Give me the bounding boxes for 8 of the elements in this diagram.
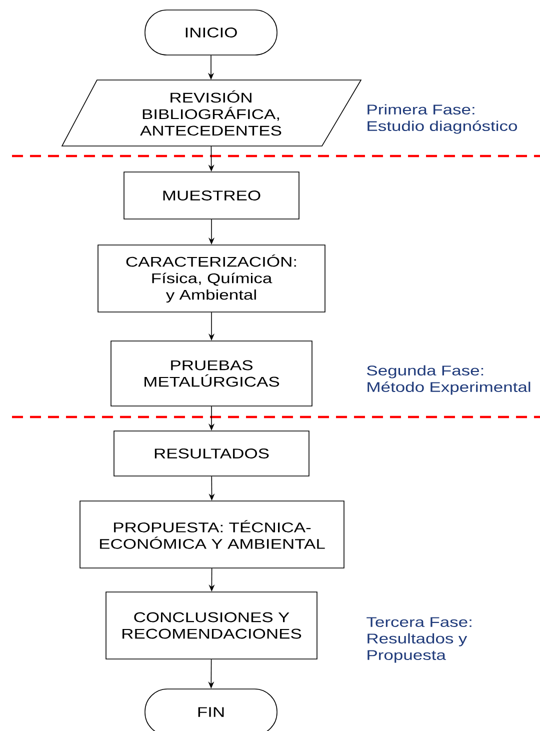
process-box: MUESTREO: [124, 172, 300, 220]
process-box: CONCLUSIONES Y RECOMENDACIONES: [106, 592, 318, 660]
process-box: RESULTADOS: [114, 430, 310, 476]
process-box: PROPUESTA: TÉCNICA-ECONÓMICA Y AMBIENTAL: [80, 500, 344, 568]
process-box: PRUEBAS METALÚRGICAS: [110, 340, 312, 406]
phase-label: Segunda Fase: Método Experimental: [367, 365, 530, 395]
process-box: CARACTERIZACIÓN: Física, Química y Ambiental: [98, 244, 326, 312]
phase-label: Tercera Fase: Resultados y Propuesta: [366, 617, 472, 663]
